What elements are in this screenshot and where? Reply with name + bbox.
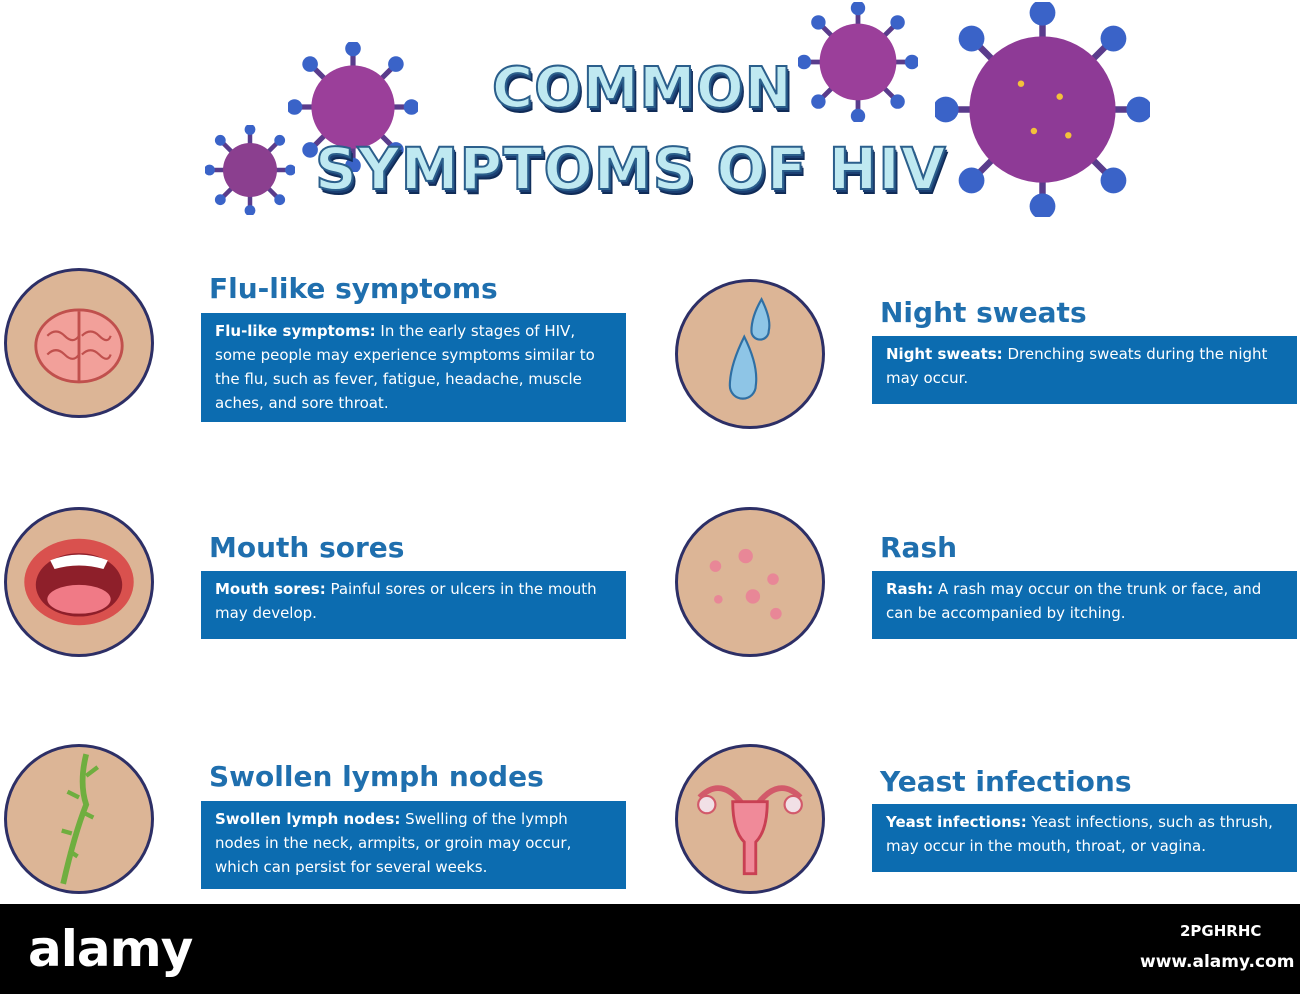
lymph-vessel-icon xyxy=(4,744,154,894)
term-mouth-sores: Mouth sores: xyxy=(215,580,326,598)
text-mouth-sores: Painful sores or ulcers in the mouth may… xyxy=(215,580,597,622)
text-yeast-infections: Yeast infections, such as thrush, may oc… xyxy=(886,813,1273,855)
image-id-label: 2PGHRHC xyxy=(1180,922,1262,940)
heading-flu-like: Flu-like symptoms xyxy=(209,272,498,305)
text-night-sweats: Drenching sweats during the night may oc… xyxy=(886,345,1268,387)
virus-small-icon xyxy=(205,125,295,215)
sweat-drops-icon xyxy=(675,279,825,429)
footer-url: www.alamy.com xyxy=(1140,952,1295,972)
heading-night-sweats: Night sweats xyxy=(880,296,1087,329)
title-banner: COMMON SYMPTOMS OF HIV xyxy=(200,0,1160,235)
virus-top-icon xyxy=(798,2,918,122)
brand-logo: alamy xyxy=(28,920,193,978)
heading-swollen-lymph-nodes: Swollen lymph nodes xyxy=(209,760,544,793)
virus-medium-icon xyxy=(288,42,418,172)
title-line-1: COMMON xyxy=(491,55,793,122)
description-rash: Rash: A rash may occur on the trunk or f… xyxy=(872,571,1297,639)
heading-mouth-sores: Mouth sores xyxy=(209,531,405,564)
description-flu-like: Flu-like symptoms: In the early stages o… xyxy=(201,313,626,422)
term-swollen-lymph-nodes: Swollen lymph nodes: xyxy=(215,810,401,828)
text-swollen-lymph-nodes: Swelling of the lymph nodes in the neck,… xyxy=(215,810,572,876)
brain-icon xyxy=(4,268,154,418)
rash-skin-icon xyxy=(675,507,825,657)
title-line-2: SYMPTOMS OF HIV xyxy=(314,134,947,204)
virus-large-icon xyxy=(935,2,1150,217)
term-flu-like: Flu-like symptoms: xyxy=(215,322,376,340)
heading-rash: Rash xyxy=(880,531,958,564)
text-rash: A rash may occur on the trunk or face, a… xyxy=(886,580,1262,622)
term-night-sweats: Night sweats: xyxy=(886,345,1003,363)
term-rash: Rash: xyxy=(886,580,934,598)
footer-bar: alamy 2PGHRHC www.alamy.com xyxy=(0,904,1300,994)
text-flu-like: In the early stages of HIV, some people … xyxy=(215,322,595,412)
description-swollen-lymph-nodes: Swollen lymph nodes: Swelling of the lym… xyxy=(201,801,626,889)
description-night-sweats: Night sweats: Drenching sweats during th… xyxy=(872,336,1297,404)
uterus-icon xyxy=(675,744,825,894)
description-mouth-sores: Mouth sores: Painful sores or ulcers in … xyxy=(201,571,626,639)
mouth-icon xyxy=(4,507,154,657)
heading-yeast-infections: Yeast infections xyxy=(880,765,1132,798)
description-yeast-infections: Yeast infections: Yeast infections, such… xyxy=(872,804,1297,872)
term-yeast-infections: Yeast infections: xyxy=(886,813,1027,831)
